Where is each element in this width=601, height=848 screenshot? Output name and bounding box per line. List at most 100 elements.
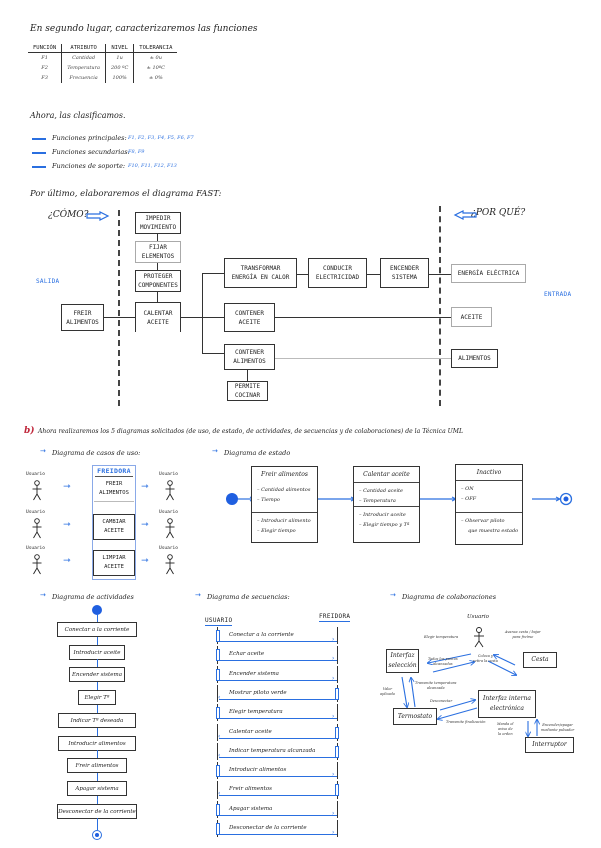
activation-bar	[216, 649, 220, 662]
box-label: TRANSFORMAR ENERGÍA EN CALOR	[231, 265, 290, 281]
box-label: FREIR ALIMENTOS	[66, 309, 99, 326]
flow-arrow	[96, 818, 98, 831]
actor-icon	[32, 518, 42, 544]
box-label: ALIMENTOS	[458, 355, 491, 362]
use-case-label: CAMBIAR ACEITE	[102, 519, 126, 534]
state-attr: – Tiempo	[257, 497, 280, 503]
table-header: NIVEL	[104, 44, 134, 53]
part-b-text: Ahora realizaremos los 5 diagramas solic…	[38, 428, 464, 435]
state-title: Diagrama de estado	[224, 449, 291, 457]
connector	[157, 232, 159, 302]
connector	[366, 274, 381, 276]
activity-title: Diagrama de actividades	[52, 593, 134, 601]
actor-label: Usuario	[26, 546, 45, 551]
arrowhead-right-icon: ›	[332, 674, 335, 682]
table-row: F1 Cantidad 1u ± 0u	[28, 52, 178, 63]
sequence-message: Echar aceite	[229, 651, 265, 658]
lifeline-freidora	[337, 665, 339, 683]
use-case-label: FREIR ALIMENTOS	[99, 481, 129, 496]
sequence-title: Diagrama de secuencias:	[207, 593, 290, 601]
table-cell: F3	[41, 75, 48, 81]
table-cell: F2	[41, 65, 48, 71]
classification-label: Funciones secundarias:	[52, 148, 130, 156]
state-attr-text: Cantidad alimentos	[261, 487, 311, 493]
connector	[202, 353, 225, 355]
collab-msg: Desconectar	[430, 699, 453, 703]
arrow-right-icon: →	[40, 447, 46, 455]
state-actions: – Introducir aceite – Elegir tiempo y Tª	[354, 507, 419, 533]
message-arrow	[219, 834, 337, 836]
state-action-text: Observar piloto	[465, 518, 505, 524]
activation-bar	[335, 745, 339, 758]
state-transitions	[226, 492, 573, 506]
how-label: ¿CÓMO?	[48, 210, 89, 220]
arrow-right-icon	[32, 138, 46, 140]
system-name: FREIDORA	[97, 467, 131, 475]
fast-box-permite-cocinar: PERMITE COCINAR	[227, 381, 268, 401]
sequence-message: Introducir alimentos	[229, 767, 287, 774]
association-arrow-icon: ⇾	[63, 520, 71, 530]
arrowhead-left-icon: ‹	[218, 732, 221, 740]
state-action-text: Introducir aceite	[363, 512, 406, 518]
connector	[202, 273, 204, 354]
box-label: CALENTAR ACEITE	[143, 309, 173, 326]
message-arrow	[219, 679, 337, 681]
why-label: ¿POR QUÉ?	[471, 208, 526, 218]
state-actions: – Introducir alimento – Elegir tiempo	[252, 513, 317, 539]
flow-arrow	[96, 614, 98, 622]
activity-step: Apagar sistema	[67, 780, 127, 796]
actor-icon	[165, 480, 175, 506]
flow-arrow	[96, 772, 98, 781]
collab-msg: Avanza cesta / bajar para freírse	[505, 630, 541, 639]
table-cell: 100%	[104, 73, 134, 83]
fast-box-encender: ENCENDER SISTEMA	[380, 258, 429, 288]
actor-label: Usuario	[159, 546, 178, 551]
collab-node-interfaz-seleccion: Interfaz selección	[386, 649, 419, 673]
arrowhead-right-icon: ›	[332, 809, 335, 817]
state-action: – Elegir tiempo y Tª	[359, 522, 410, 528]
activity-step: Elegir Tª	[78, 690, 116, 706]
flow-arrow	[96, 704, 98, 713]
classification-values: F1, F2, F3, F4, F5, F6, F7	[128, 135, 194, 141]
box-label: ENCENDER SISTEMA	[390, 265, 419, 281]
collab-links	[401, 653, 601, 760]
table-header: TOLERANCIA	[133, 44, 178, 53]
message-arrow	[219, 776, 337, 778]
output-label: SALIDA	[36, 278, 60, 285]
message-arrow	[219, 814, 337, 816]
message-arrow	[219, 737, 337, 739]
activation-bar	[216, 707, 220, 720]
connector	[274, 317, 452, 319]
state-action: – Introducir aceite	[359, 512, 406, 518]
sequence-message: Freir alimentos	[229, 786, 272, 793]
collab-node-cesta: Cesta	[523, 652, 557, 668]
state-action-text: Introducir alimento	[261, 518, 311, 524]
sequence-message: Desconectar de la corriente	[229, 825, 307, 831]
arrowhead-right-icon: ›	[332, 829, 335, 836]
box-label: IMPEDIR MOVIMIENTO	[139, 215, 177, 231]
flow-arrow	[96, 727, 98, 736]
table-cell: ± 10ºC	[133, 63, 178, 73]
lifeline-usuario	[217, 781, 219, 799]
collab-msg: Coloca y retira la cesta	[473, 654, 498, 663]
activity-step: Introducir aceite	[69, 644, 125, 660]
final-node	[92, 830, 102, 841]
activation-bar	[216, 630, 220, 642]
association-arrow-icon: ⇾	[63, 482, 71, 492]
message-arrow	[219, 698, 337, 700]
state-box: Calentar aceite – Cantidad aceite – Temp…	[353, 466, 420, 543]
association-arrow-icon: ⇾	[63, 556, 71, 566]
sequence-message: Conectar a la corriente	[229, 632, 294, 638]
table-cell: F1	[41, 55, 48, 61]
connector	[104, 317, 136, 319]
state-name: Freir alimentos	[261, 471, 308, 478]
table-cell: Frecuencia	[61, 73, 106, 83]
state-attrs: – Cantidad alimentos – Tiempo	[252, 482, 317, 513]
activity-step: Freir alimentos	[67, 758, 127, 774]
activity-step: Indicar Tª deseada	[58, 712, 136, 728]
state-action-text: que muestra estado	[468, 528, 519, 534]
message-arrow	[219, 660, 337, 662]
final-node	[559, 492, 573, 506]
actor-icon	[165, 518, 175, 544]
lifeline-usuario	[217, 742, 219, 761]
